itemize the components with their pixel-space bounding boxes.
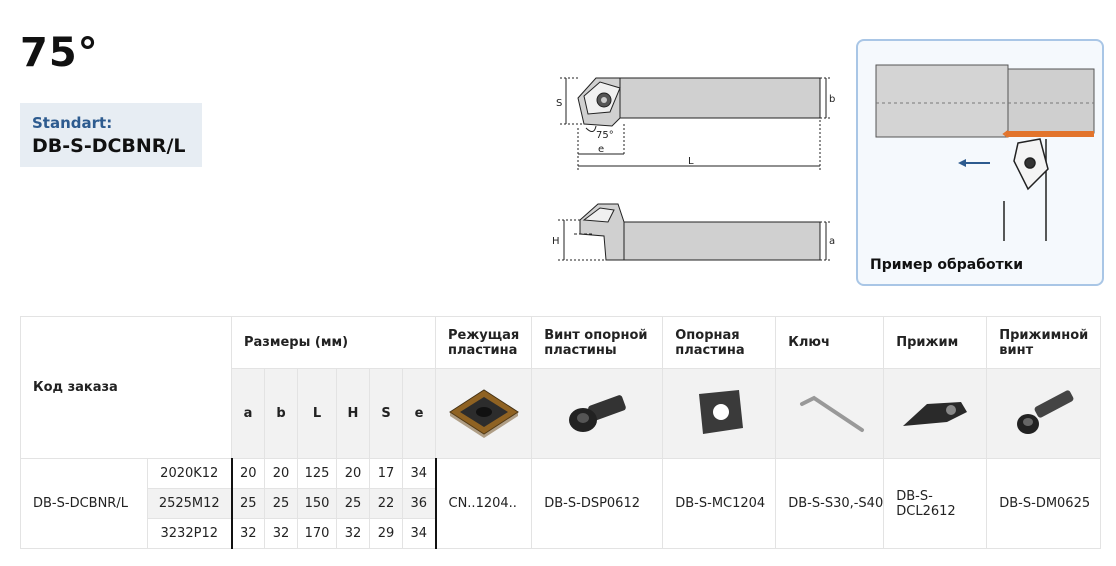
part-shim: DB-S-MC1204 (662, 458, 777, 549)
dim-value: 29 (369, 518, 403, 549)
part-header-shim: Опорная пластина (662, 316, 777, 369)
hex-key-icon (775, 368, 885, 459)
dim-col-s: S (369, 368, 403, 459)
dim-col-l: L (297, 368, 337, 459)
dim-col-b: b (264, 368, 298, 459)
tool-side-view-drawing: H a (552, 203, 835, 261)
part-header-key: Ключ (775, 316, 885, 369)
dim-col-h: H (336, 368, 370, 459)
example-caption: Пример обработки (870, 257, 1024, 273)
dim-value: 170 (297, 518, 337, 549)
dim-col-a: a (231, 368, 265, 459)
dim-value: 32 (264, 518, 298, 549)
part-header-clamp: Прижим (883, 316, 988, 369)
cutting-insert-icon (434, 368, 533, 459)
dim-value: 20 (264, 458, 298, 489)
part-insert: CN..1204.. (434, 458, 533, 549)
part-clamp: DB-S-DCL2612 (883, 458, 988, 549)
dim-value: 34 (402, 458, 437, 489)
dim-value: 20 (336, 458, 370, 489)
clamp-icon (883, 368, 988, 459)
processing-example-illustration (875, 64, 1095, 241)
order-code: 3232P12 (147, 518, 232, 549)
dim-label-a: a (829, 236, 835, 247)
angle-title: 75° (20, 30, 99, 76)
part-shim-screw: DB-S-DSP0612 (531, 458, 664, 549)
dim-label-h: H (552, 236, 560, 247)
order-code: 2020K12 (147, 458, 232, 489)
dim-value: 25 (230, 488, 265, 519)
standard-box: Standart: DB-S-DCBNR/L (20, 103, 202, 167)
part-header-shim-screw: Винт опорной пластины (531, 316, 664, 369)
dim-value: 125 (297, 458, 337, 489)
dim-value: 150 (297, 488, 337, 519)
dim-value: 34 (402, 518, 437, 549)
dim-label-angle: 75° (596, 130, 614, 141)
dim-label-s: S (556, 98, 562, 109)
dimensions-header: Размеры (мм) (231, 316, 436, 369)
shim-screw-icon (531, 368, 664, 459)
shim-plate-icon (662, 368, 777, 459)
tool-top-view-drawing: S b 75° e L (556, 77, 835, 170)
spec-table: Код заказа Размеры (мм) Режущая пластина… (20, 316, 1102, 549)
clamp-screw-icon (986, 368, 1102, 459)
dim-value: 17 (369, 458, 403, 489)
dim-value: 32 (230, 518, 265, 549)
order-code-header: Код заказа (20, 316, 232, 459)
dim-value: 32 (336, 518, 370, 549)
dim-value: 25 (264, 488, 298, 519)
dim-label-e: e (598, 144, 604, 155)
machined-surface-bar (1006, 131, 1094, 137)
part-clamp-screw: DB-S-DM0625 (986, 458, 1102, 549)
dim-label-b: b (829, 94, 835, 105)
part-header-insert: Режущая пластина (434, 316, 533, 369)
dim-label-l: L (688, 156, 694, 167)
dim-value: 20 (230, 458, 265, 489)
standard-value: DB-S-DCBNR/L (32, 135, 186, 157)
dim-col-e: e (402, 368, 436, 459)
part-key: DB-S-S30,-S40 (775, 458, 885, 549)
part-header-clamp-screw: Прижимной винт (986, 316, 1102, 369)
order-code: 2525M12 (147, 488, 232, 519)
standard-label: Standart: (32, 114, 113, 132)
dim-value: 25 (336, 488, 370, 519)
dim-value: 22 (369, 488, 403, 519)
dim-value: 36 (402, 488, 437, 519)
processing-example-box: Пример обработки (856, 39, 1104, 286)
family-code: DB-S-DCBNR/L (20, 458, 148, 549)
